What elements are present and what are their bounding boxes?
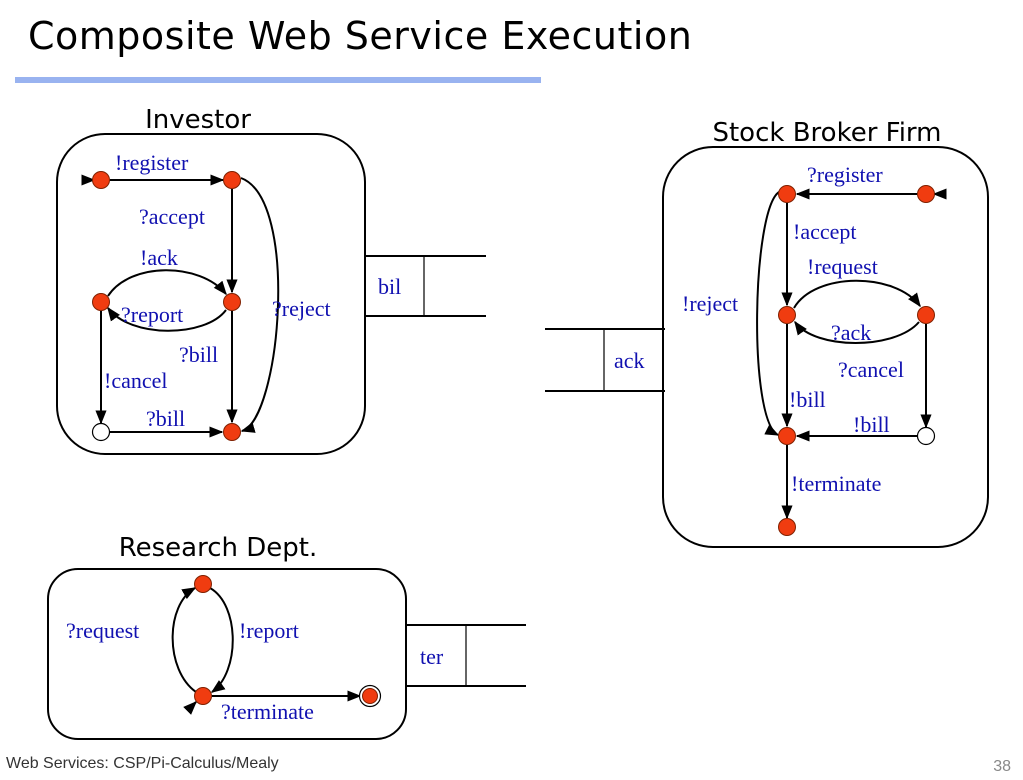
broker-state-registered xyxy=(778,185,796,203)
research-label-report: !report xyxy=(239,618,299,643)
page-number: 38 xyxy=(993,758,1011,775)
footer-course-title: Web Services: CSP/Pi-Calculus/Mealy xyxy=(6,755,279,772)
research-state-idle xyxy=(194,687,212,705)
investor-state-cancelled xyxy=(91,422,111,442)
investor-edge-ack xyxy=(107,269,227,297)
queue-ter: ter xyxy=(406,624,526,687)
broker-state-accepted xyxy=(778,306,796,324)
broker-label-bill-left: !bill xyxy=(789,387,826,412)
broker-label-cancel: ?cancel xyxy=(838,357,904,382)
broker-state-cancelled xyxy=(916,426,936,446)
research-label-request: ?request xyxy=(66,618,139,643)
broker-title: Stock Broker Firm xyxy=(712,118,941,148)
broker-label-request: !request xyxy=(807,254,878,279)
queue-bil-label: bil xyxy=(378,274,401,299)
research-edge-request xyxy=(171,587,197,693)
broker-label-register: ?register xyxy=(807,162,883,187)
broker-edge-request xyxy=(793,279,921,309)
investor-edge-reject xyxy=(240,177,280,433)
broker-edge-ack xyxy=(794,320,920,344)
research-box xyxy=(47,568,407,740)
broker-box xyxy=(662,146,989,548)
broker-label-terminate: !terminate xyxy=(791,471,881,496)
queue-ack-label: ack xyxy=(614,348,645,373)
investor-label-accept: ?accept xyxy=(139,204,205,229)
research-state-final xyxy=(362,688,378,704)
investor-label-report: ?report xyxy=(121,302,183,327)
research-title: Research Dept. xyxy=(119,533,318,563)
investor-state-registered xyxy=(223,171,241,189)
broker-state-requested xyxy=(917,306,935,324)
broker-label-ack: ?ack xyxy=(831,320,871,345)
investor-machine: Investor !register ?accept !ack ?report … xyxy=(56,105,366,455)
research-label-terminate: ?terminate xyxy=(221,699,314,724)
broker-label-reject: !reject xyxy=(682,291,738,316)
investor-edge-report xyxy=(107,306,227,332)
investor-state-acked xyxy=(92,293,110,311)
investor-label-cancel: !cancel xyxy=(104,368,168,393)
research-initial-arrow xyxy=(183,701,197,715)
investor-state-initial xyxy=(92,171,110,189)
research-state-working xyxy=(194,575,212,593)
research-machine: Research Dept. ?request !report ?termina… xyxy=(47,533,407,740)
investor-label-reject: ?reject xyxy=(272,296,331,321)
investor-label-bill-right: ?bill xyxy=(179,342,218,367)
title-underline xyxy=(15,77,541,83)
broker-machine: Stock Broker Firm ?register !accept !req… xyxy=(662,118,989,548)
investor-box xyxy=(56,133,366,455)
investor-state-accepted xyxy=(223,293,241,311)
broker-label-accept: !accept xyxy=(793,219,857,244)
queue-bil: bil xyxy=(365,255,486,317)
broker-state-billed xyxy=(778,427,796,445)
broker-label-bill-bottom: !bill xyxy=(853,412,890,437)
investor-title: Investor xyxy=(145,105,251,135)
broker-state-final xyxy=(778,518,796,536)
investor-state-final xyxy=(223,423,241,441)
research-edge-report xyxy=(209,587,234,693)
queue-ack: ack xyxy=(545,328,665,392)
slide-title: Composite Web Service Execution xyxy=(28,14,693,58)
investor-label-ack: !ack xyxy=(140,245,178,270)
investor-label-bill-bottom: ?bill xyxy=(146,406,185,431)
broker-state-initial xyxy=(917,185,935,203)
queue-ter-label: ter xyxy=(420,644,444,669)
investor-label-register: !register xyxy=(115,150,189,175)
broker-edge-reject xyxy=(756,191,780,436)
